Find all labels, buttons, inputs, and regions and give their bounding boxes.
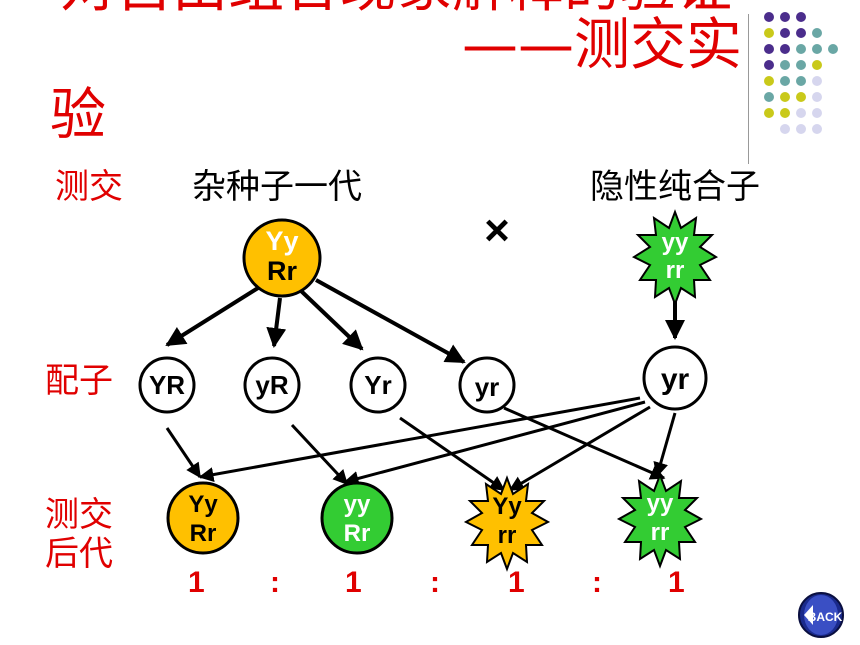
- ratio-3: 1: [508, 566, 525, 599]
- arrows-parent-to-gametes: [165, 278, 685, 364]
- offspring-3-star: [463, 475, 551, 572]
- gamete-recessive-yr: yr: [642, 345, 708, 411]
- gamete-yr: yr: [458, 356, 516, 414]
- dot-row-6: [764, 92, 822, 102]
- gamete-YR-label: YR: [149, 370, 185, 400]
- offspring-3-line1: Yy: [492, 493, 522, 520]
- parent-recessive-node: yy rr: [631, 209, 719, 307]
- gamete-yR: yR: [243, 356, 301, 414]
- gamete-Yr-label: Yr: [364, 370, 391, 400]
- ratio-2: 1: [345, 566, 362, 599]
- dot-row-8: [780, 124, 822, 134]
- offspring-4-line2: rr: [651, 519, 670, 546]
- back-icon: BACK: [798, 592, 844, 638]
- offspring-1: Yy Rr: [166, 481, 240, 555]
- decorative-dot-grid: [764, 12, 838, 134]
- dot-row-5: [764, 76, 822, 86]
- parent-recessive-star: [631, 209, 719, 307]
- back-button[interactable]: BACK: [796, 590, 846, 640]
- parent-f1-line1: Yy: [265, 226, 298, 256]
- ratio-sep-2: :: [430, 566, 440, 599]
- parent-recessive-line2: rr: [666, 257, 685, 284]
- gamete-Yr: Yr: [349, 356, 407, 414]
- arrow-yr-to-offspring-4: [503, 406, 666, 480]
- dot-row-4: [764, 60, 822, 70]
- arrow-recessive-yr-to-offspring-3: [508, 405, 651, 492]
- arrow-recessive-yr-to-offspring-1: [198, 396, 641, 482]
- offspring-3: Yy rr: [463, 475, 551, 572]
- label-hybrid-f1: 杂种子一代: [192, 167, 362, 207]
- dot-row-3: [764, 44, 838, 54]
- parent-f1-circle: [242, 218, 322, 298]
- dot-row-7: [764, 108, 822, 118]
- ratio-sep-3: :: [592, 566, 602, 599]
- dot-row-1: [764, 12, 806, 22]
- title-line-1: ——测交实: [462, 13, 742, 78]
- arrow-f1-to-yr: [315, 278, 466, 364]
- title-line-2: 验: [50, 83, 106, 148]
- parent-recessive-line1: yy: [662, 229, 689, 256]
- arrow-recessive-yr-to-offspring-4: [653, 412, 677, 478]
- gamete-yR-label: yR: [255, 370, 288, 400]
- parent-f1-node: Yy Rr: [242, 218, 322, 298]
- ratio-4: 1: [668, 566, 685, 599]
- dot-row-2: [764, 28, 822, 38]
- parent-f1-line2: Rr: [267, 256, 297, 286]
- label-gametes: 配子: [45, 361, 113, 401]
- gamete-yr-label: yr: [475, 372, 500, 402]
- label-testcross: 测交: [55, 167, 123, 207]
- offspring-1-line1: Yy: [188, 491, 218, 518]
- title-partial-line: 对自由组合现象解释的验证: [60, 0, 732, 16]
- offspring-4-line1: yy: [647, 490, 674, 517]
- ratio-1: 1: [188, 566, 205, 599]
- decorative-divider: [748, 14, 749, 164]
- cross-symbol: ×: [484, 206, 510, 255]
- offspring-2: yy Rr: [320, 481, 394, 555]
- back-button-label: BACK: [808, 610, 843, 624]
- ratio-sep-1: :: [270, 566, 280, 599]
- offspring-3-line2: rr: [498, 522, 517, 549]
- arrow-f1-to-YR: [165, 286, 260, 347]
- arrows-gametes-to-offspring: [165, 396, 677, 492]
- offspring-4: yy rr: [616, 472, 704, 569]
- label-offspring: 测交 后代: [45, 495, 113, 575]
- offspring-2-line2: Rr: [344, 520, 371, 547]
- gamete-YR: YR: [138, 356, 196, 414]
- offspring-1-line2: Rr: [190, 520, 217, 547]
- offspring-2-line1: yy: [344, 491, 371, 518]
- offspring-4-star: [616, 472, 704, 569]
- gamete-recessive-yr-label: yr: [661, 363, 690, 396]
- arrow-recessive-yr-to-offspring-2: [343, 400, 646, 486]
- label-recessive-pure: 隐性纯合子: [590, 167, 760, 207]
- arrow-f1-to-Yr: [296, 286, 364, 351]
- arrow-YR-to-offspring-1: [165, 427, 202, 479]
- arrow-f1-to-yR: [266, 297, 287, 348]
